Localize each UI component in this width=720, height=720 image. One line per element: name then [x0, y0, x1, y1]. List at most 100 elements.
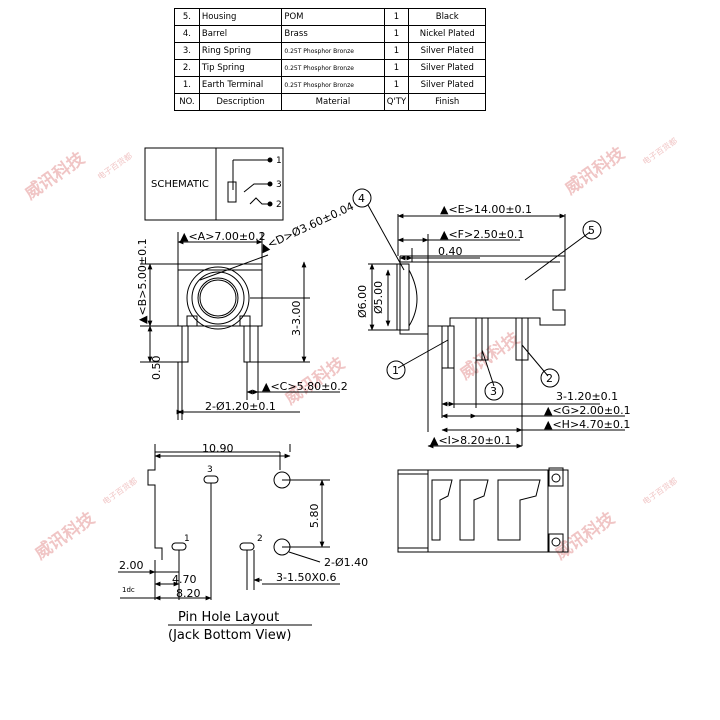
watermark-sub: 电子百货都 — [100, 476, 139, 507]
watermark-sub: 电子百货都 — [95, 151, 134, 182]
dim-h: ▲<H>4.70±0.1 — [544, 418, 630, 431]
dim-d: ▲<D>Ø3.60±0.04 — [258, 200, 356, 255]
front-view — [140, 232, 310, 420]
svg-text:威讯科技: 威讯科技 — [31, 507, 100, 564]
bom-material: 0.25T Phosphor Bronze — [281, 59, 385, 77]
dim-6-00: Ø6.00 — [356, 285, 369, 318]
bom-no: 5. — [174, 8, 200, 26]
bom-no: 3. — [174, 42, 200, 60]
bom-qty: 1 — [383, 25, 410, 43]
schematic-label: SCHEMATIC — [151, 179, 209, 190]
bom-finish: Silver Plated — [408, 76, 486, 94]
dim-3-00: 3-3.00 — [290, 301, 303, 336]
bom-row: 4. Barrel Brass 1 Nickel Plated — [174, 25, 486, 43]
bom-header-description: Description — [198, 93, 283, 111]
schematic-pin-3: 3 — [276, 180, 282, 190]
bom-header-qty: Q'TY — [383, 93, 410, 111]
svg-text:电子百货都: 电子百货都 — [640, 476, 679, 507]
side-view-dimensions — [367, 204, 625, 449]
bom-row: 1. Earth Terminal 0.25T Phosphor Bronze … — [174, 76, 486, 94]
balloon-1: 1 — [392, 364, 399, 377]
watermark-sub: 电子百货都 — [640, 136, 679, 167]
bom-finish: Black — [408, 8, 486, 26]
dim-3-1-20: 3-1.20±0.1 — [556, 390, 618, 403]
dim-e: ▲<E>14.00±0.1 — [440, 203, 532, 216]
dim-i: ▲<I>8.20±0.1 — [430, 434, 511, 447]
pin-label-2: 2 — [257, 534, 263, 544]
pin-hole-dimensions — [118, 453, 340, 601]
dim-f: ▲<F>2.50±0.1 — [440, 228, 524, 241]
dim-5-00: Ø5.00 — [372, 281, 385, 314]
dim-slots: 3-1.50X0.6 — [276, 571, 337, 584]
watermark-sub: 电子百货都 — [640, 476, 679, 507]
watermark: 威讯科技 — [31, 507, 100, 564]
balloon-4: 4 — [358, 192, 365, 205]
bom-header-row: NO. Description Material Q'TY Finish — [174, 93, 486, 111]
svg-text:威讯科技: 威讯科技 — [561, 142, 630, 199]
bom-material: POM — [281, 8, 385, 26]
svg-text:威讯科技: 威讯科技 — [21, 147, 90, 204]
dim-c: ▲<C>5.80±0.2 — [262, 380, 348, 393]
dim-b: ▲<B>5.00±0.1 — [136, 238, 149, 324]
bom-description: Earth Terminal — [198, 76, 283, 94]
pin-label-3: 3 — [207, 465, 213, 475]
bom-qty: 1 — [383, 8, 410, 26]
balloon-2: 2 — [546, 372, 553, 385]
dim-0-40: 0.40 — [438, 245, 463, 258]
bom-material: 0.25T Phosphor Bronze — [281, 42, 385, 60]
watermark: 威讯科技 — [561, 142, 630, 199]
bom-no: 2. — [174, 59, 200, 77]
schematic-pin-2: 2 — [276, 200, 282, 210]
dim-5-80: 5.80 — [308, 504, 321, 529]
dim-0-50: 0.50 — [150, 356, 163, 381]
pin-layout-title: Pin Hole Layout — [178, 610, 279, 625]
dim-pins: 2-Ø1.20±0.1 — [205, 400, 276, 413]
bom-qty: 1 — [383, 59, 410, 77]
bom-material: 0.25T Phosphor Bronze — [281, 76, 385, 94]
dim-a: ▲<A>7.00±0.2 — [180, 230, 266, 243]
dim-4-70: 4.70 — [172, 573, 197, 586]
svg-text:威讯科技: 威讯科技 — [551, 507, 620, 564]
balloon-5: 5 — [588, 224, 595, 237]
bom-no: 4. — [174, 25, 200, 43]
top-view — [397, 467, 569, 553]
bom-row: 3. Ring Spring 0.25T Phosphor Bronze 1 S… — [174, 42, 486, 60]
bom-header-material: Material — [281, 93, 385, 111]
bom-header-no: NO. — [174, 93, 200, 111]
part-balloons — [352, 188, 602, 401]
schematic-box — [144, 147, 284, 221]
bom-finish: Nickel Plated — [408, 25, 486, 43]
watermark: 威讯科技 — [551, 507, 620, 564]
svg-text:电子百货都: 电子百货都 — [95, 151, 134, 182]
bom-description: Ring Spring — [198, 42, 283, 60]
watermark: 威讯科技 — [21, 147, 90, 204]
pin-layout-subtitle: (Jack Bottom View) — [168, 628, 291, 643]
dim-10-90: 10.90 — [202, 442, 234, 455]
bom-row: 5. Housing POM 1 Black — [174, 8, 486, 26]
svg-text:电子百货都: 电子百货都 — [100, 476, 139, 507]
bom-description: Housing — [198, 8, 283, 26]
dim-g: ▲<G>2.00±0.1 — [544, 404, 631, 417]
bill-of-materials-table: 5. Housing POM 1 Black 4. Barrel Brass 1… — [174, 8, 486, 111]
bom-qty: 1 — [383, 76, 410, 94]
bom-finish: Silver Plated — [408, 59, 486, 77]
side-view — [368, 214, 566, 446]
dim-small: 1dc — [122, 586, 135, 594]
balloon-3: 3 — [490, 385, 497, 398]
bom-row: 2. Tip Spring 0.25T Phosphor Bronze 1 Si… — [174, 59, 486, 77]
bom-finish: Silver Plated — [408, 42, 486, 60]
front-view-dimensions — [147, 239, 340, 415]
bom-header-finish: Finish — [408, 93, 486, 111]
bom-no: 1. — [174, 76, 200, 94]
dim-holes: 2-Ø1.40 — [324, 556, 368, 569]
schematic-pin-1: 1 — [276, 156, 282, 166]
dim-2-00: 2.00 — [119, 559, 144, 572]
pin-label-1: 1 — [184, 534, 190, 544]
dim-8-20: 8.20 — [176, 587, 201, 600]
bom-material: Brass — [281, 25, 385, 43]
bom-description: Tip Spring — [198, 59, 283, 77]
bom-qty: 1 — [383, 42, 410, 60]
svg-text:电子百货都: 电子百货都 — [640, 136, 679, 167]
bom-description: Barrel — [198, 25, 283, 43]
